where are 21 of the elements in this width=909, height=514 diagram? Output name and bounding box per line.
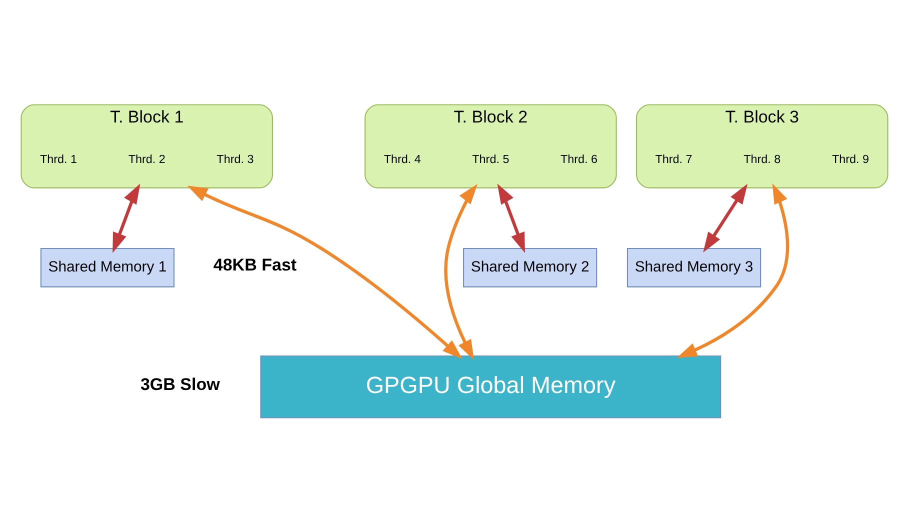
node-text: Thrd. 5 [472, 153, 510, 166]
node-text: Thrd. 7 [655, 153, 692, 166]
label: 48KB Fast [213, 256, 297, 275]
arrow [187, 186, 462, 360]
node-text: Thrd. 6 [560, 153, 598, 166]
node-box: Shared Memory 1 [40, 248, 175, 288]
node-text: Thrd. 9 [832, 153, 870, 166]
node-text: Thrd. 3 [216, 153, 254, 166]
node-box: Shared Memory 2 [463, 248, 598, 288]
node-text: Thrd. 1 [40, 153, 78, 166]
label: 3GB Slow [140, 374, 220, 394]
node-text: Thrd. 4 [384, 153, 421, 166]
arrow [444, 184, 478, 360]
node-text: Thrd. 8 [744, 153, 781, 166]
arrow [676, 183, 790, 358]
arrow [703, 184, 748, 252]
arrow [497, 184, 525, 253]
arrow [112, 184, 140, 253]
node-text: Thrd. 2 [128, 153, 166, 166]
node-box: Shared Memory 3 [626, 248, 762, 288]
node-box: GPGPU Global Memory [260, 355, 722, 418]
